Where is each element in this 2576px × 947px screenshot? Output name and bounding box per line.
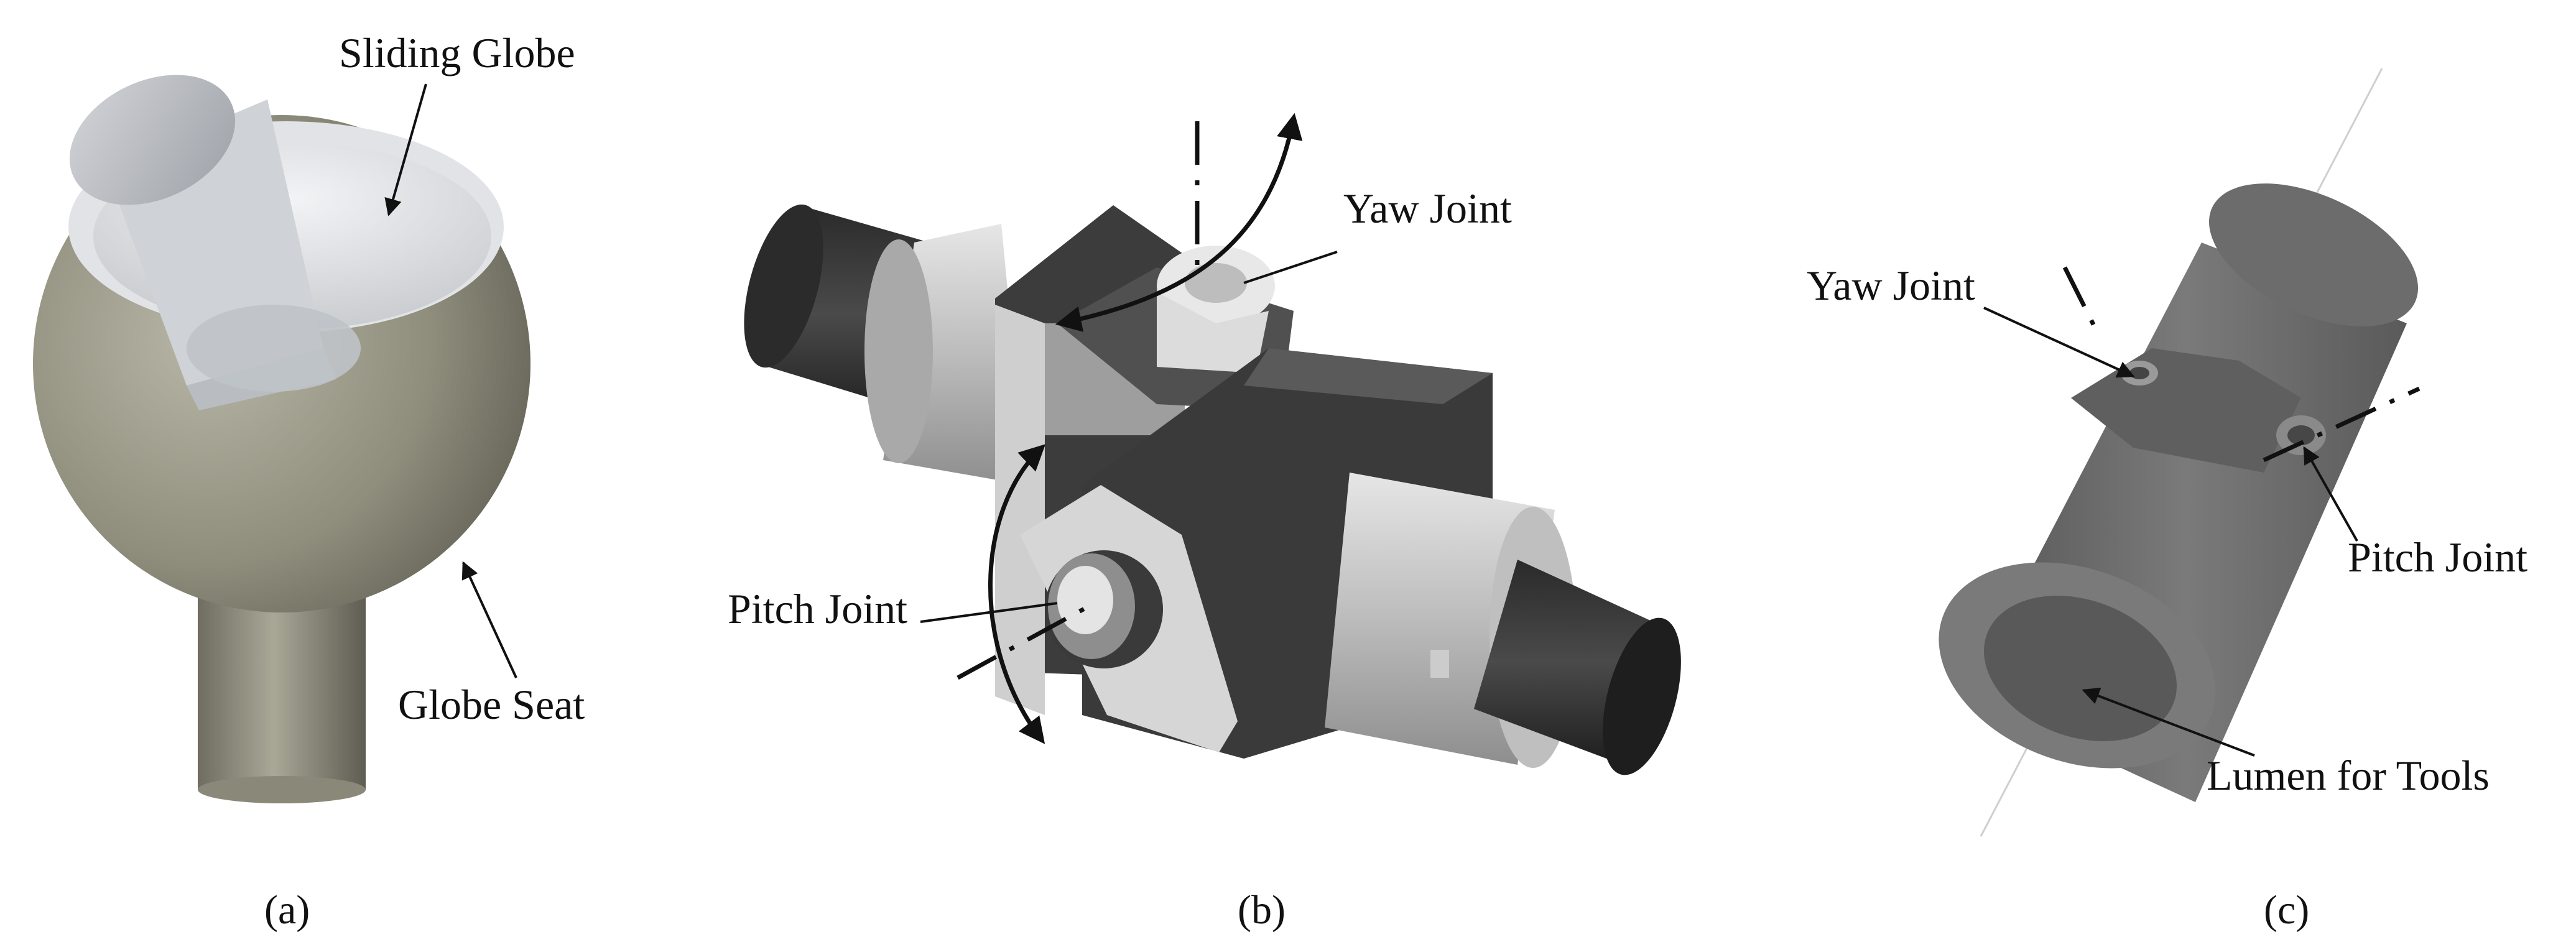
pitch-joint-label: Pitch Joint [728, 585, 907, 632]
caption-a: (a) [264, 887, 310, 933]
globe-seat-label: Globe Seat [398, 681, 585, 728]
panel-c: Yaw Joint Pitch Joint Lumen for Tools (c… [1807, 68, 2527, 933]
yaw-joint-leader [1243, 251, 1338, 284]
yaw-rotation-arrow [1055, 113, 1303, 332]
yaw-joint-label-c: Yaw Joint [1807, 262, 1975, 309]
pitch-joint-label-c: Pitch Joint [2348, 534, 2527, 581]
pitch-rotation-arrow [988, 444, 1046, 744]
pitch-joint-leader-c [2303, 446, 2358, 542]
yaw-joint-leader-c [1983, 307, 2135, 378]
caption-b: (b) [1238, 887, 1286, 933]
sliding-globe-leader [384, 83, 427, 216]
yaw-joint-label: Yaw Joint [1343, 185, 1512, 232]
yaw-axis-line-c [2062, 266, 2101, 337]
pitch-joint-leader [920, 602, 1058, 623]
sliding-globe-label: Sliding Globe [339, 29, 575, 76]
sliding-globe-illustration [69, 75, 491, 410]
pitch-axis-line [957, 601, 1096, 680]
panel-a: Sliding Globe Globe Seat (a) [33, 29, 585, 933]
caption-c: (c) [2264, 887, 2309, 933]
instrument-tube-illustration [1939, 183, 2419, 802]
pitch-axis-line-c [2263, 386, 2421, 463]
lumen-label: Lumen for Tools [2207, 752, 2490, 799]
universal-joint-illustration [744, 204, 1681, 775]
panel-b: Yaw Joint Pitch Joint (b) [728, 113, 1681, 933]
lumen-leader [2082, 687, 2255, 757]
globe-seat-leader [461, 561, 517, 678]
